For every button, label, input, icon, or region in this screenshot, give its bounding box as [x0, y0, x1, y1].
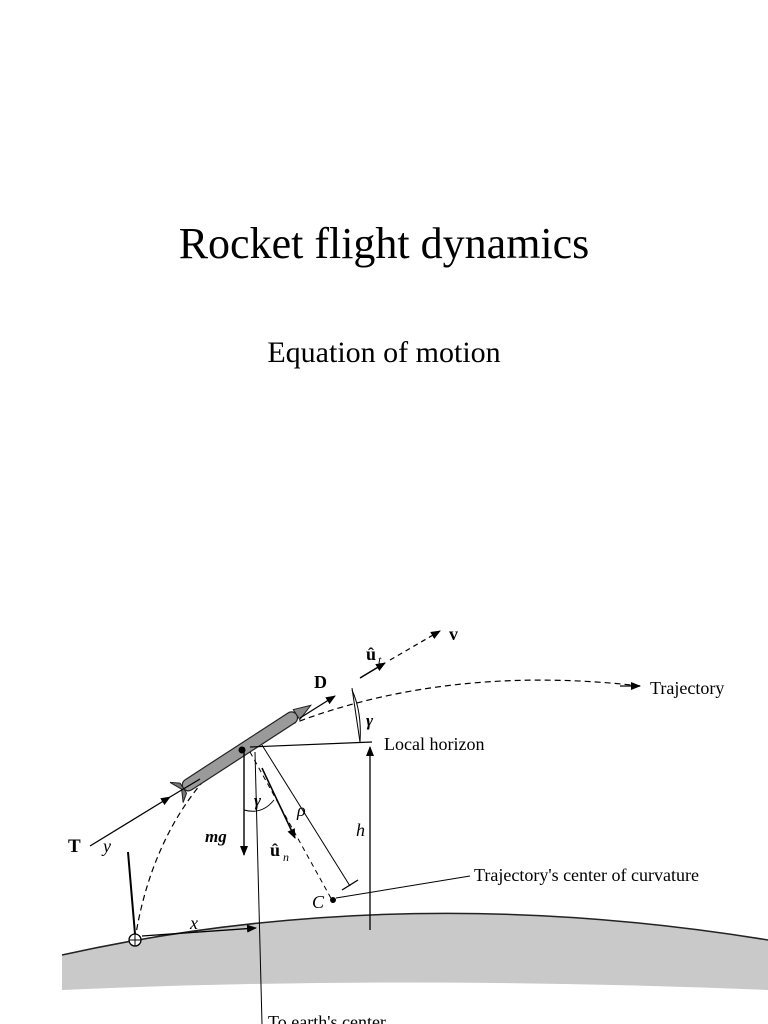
drag-vector: [299, 695, 336, 719]
rocket: [169, 704, 313, 803]
earth-surface: [62, 913, 768, 990]
rho-dimension-tick: [341, 879, 359, 891]
center-point: [330, 897, 336, 903]
label-local-horizon: Local horizon: [384, 734, 484, 754]
label-gamma-top: γ: [366, 711, 374, 730]
thrust-vector: [89, 796, 171, 847]
slide-title: Rocket flight dynamics: [178, 219, 590, 268]
label-y: y: [101, 836, 111, 856]
label-gamma-mid: γ: [254, 791, 262, 810]
label-D: D: [314, 672, 327, 692]
label-C: C: [312, 892, 325, 912]
label-x: x: [189, 913, 198, 933]
local-horizon-line: [249, 741, 373, 748]
y-axis-line: [127, 851, 136, 935]
earth-surface-edge: [61, 912, 768, 956]
trajectory-curve: [134, 679, 641, 941]
gamma-arc-top: [351, 689, 361, 743]
label-earth-center: To earth's center: [268, 1012, 386, 1024]
earth-center-line: [254, 751, 263, 1024]
label-v: v: [449, 624, 458, 644]
rho-dimension-line: [261, 744, 351, 887]
slide-subtitle: Equation of motion: [267, 336, 501, 369]
label-center-of-curvature: Trajectory's center of curvature: [474, 865, 699, 885]
label-u-n-sub: n: [283, 850, 289, 864]
x-axis-arrow: [141, 924, 257, 937]
label-T: T: [68, 836, 81, 857]
velocity-direction: [389, 630, 441, 661]
label-u-t-sub: t: [378, 653, 382, 667]
unit-tangent-vector: [359, 662, 386, 679]
label-trajectory: Trajectory: [650, 678, 724, 698]
label-u-t: û: [366, 644, 376, 664]
rho-radius-dashed: [249, 751, 333, 901]
label-h: h: [356, 820, 365, 840]
gamma-arc-mid: [243, 799, 275, 812]
thrust-line-extension: [169, 778, 201, 798]
label-mg: mg: [205, 827, 227, 846]
gamma-reference-line: [351, 687, 361, 743]
center-curvature-leader: [335, 875, 471, 899]
label-rho: ρ: [296, 800, 306, 820]
label-u-n: û: [270, 840, 280, 860]
